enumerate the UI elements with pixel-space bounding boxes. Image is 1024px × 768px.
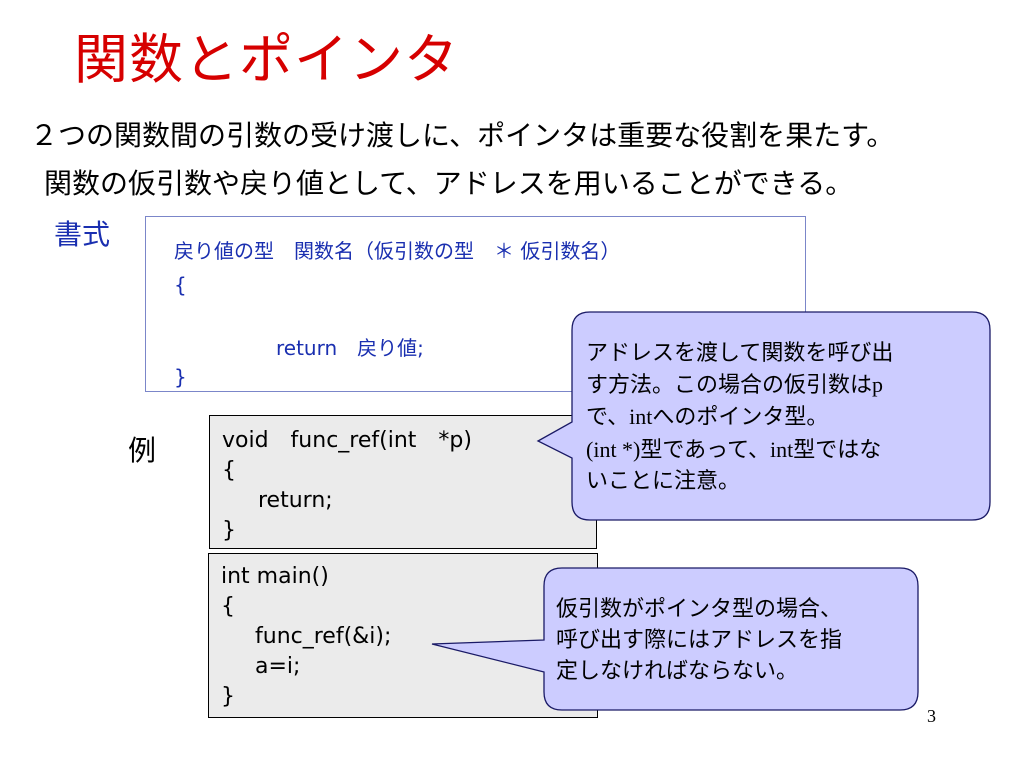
code-line-close-brace: } (222, 518, 236, 543)
example-function-code: void func_ref(int *p) { return; } (209, 415, 597, 549)
callout-bottom-line-2: 呼び出す際にはアドレスを指 (556, 628, 843, 654)
example-label: 例 (128, 434, 157, 467)
code-line-open-brace: { (222, 458, 236, 483)
callout-top-line-4: (int *)型であって、int型ではな (586, 436, 882, 463)
intro-line-2: 関数の仮引数や戻り値として、アドレスを用いることができる。 (44, 167, 854, 200)
callout-bottom-line-1: 仮引数がポインタ型の場合、 (556, 597, 843, 622)
code-line-assign: a=i; (255, 654, 301, 679)
code-line-call: func_ref(&i); (255, 624, 392, 649)
code-line-open-brace: { (221, 594, 235, 619)
code-line-close-brace: } (221, 684, 235, 709)
code-line-main: int main() (221, 564, 329, 589)
format-label: 書式 (54, 218, 111, 251)
callout-top-line-3: で、intへのポインタ型。 (586, 404, 829, 431)
callout-bottom-text: 仮引数がポインタ型の場合、 呼び出す際にはアドレスを指 定しなければならない。 (556, 594, 842, 688)
code-line-signature: void func_ref(int *p) (222, 428, 472, 453)
example-main-code: int main() { func_ref(&i); a=i; } (208, 553, 598, 718)
intro-line-1: ２つの関数間の引数の受け渡しに、ポインタは重要な役割を果たす。 (30, 119, 895, 152)
format-box: 戻り値の型 関数名（仮引数の型 ＊ 仮引数名） { return 戻り値; } (145, 216, 806, 392)
callout-top-line-2: す方法。この場合の仮引数はp (586, 372, 884, 399)
format-line-signature: 戻り値の型 関数名（仮引数の型 ＊ 仮引数名） (174, 239, 621, 263)
slide-title: 関数とポインタ (74, 28, 459, 91)
callout-top-text: アドレスを渡して関数を呼び出 す方法。この場合の仮引数はp で、intへのポイン… (586, 338, 893, 497)
page-number: 3 (927, 706, 936, 726)
format-line-open-brace: { (174, 273, 187, 297)
callout-bottom-line-3: 定しなければならない。 (556, 659, 799, 685)
format-line-close-brace: } (174, 365, 187, 389)
callout-top-line-1: アドレスを渡して関数を呼び出 (586, 341, 894, 366)
callout-top-line-5: いことに注意。 (586, 468, 741, 494)
code-line-return: return; (258, 488, 333, 513)
format-line-return: return 戻り値; (276, 336, 424, 360)
